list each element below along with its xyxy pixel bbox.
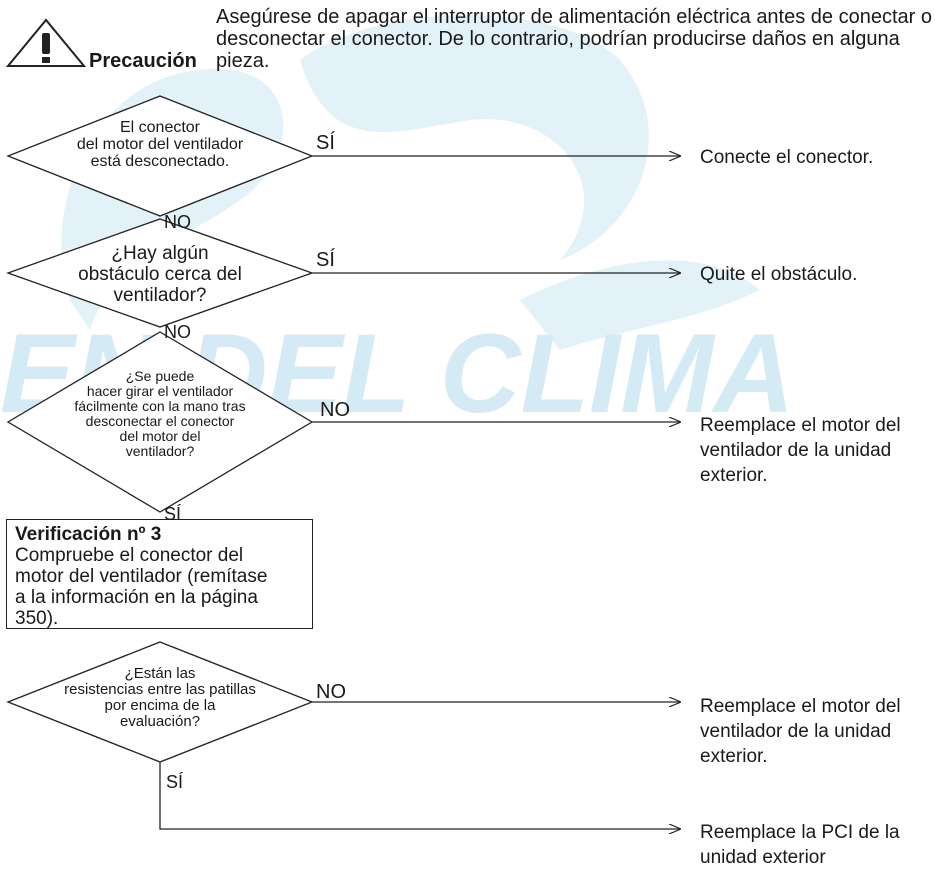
yes-label-4: SÍ — [166, 772, 184, 792]
action-2: Quite el obstáculo. — [700, 264, 858, 285]
final-connector — [159, 762, 680, 829]
decision-text-2: ¿Hay algún obstáculo cerca del ventilado… — [78, 243, 242, 306]
yes-label-2: SÍ — [316, 249, 335, 271]
check-box-line: motor del ventilador (remítase — [15, 566, 268, 587]
check-box: Verificación nº 3 Compruebe el conector … — [6, 519, 313, 629]
caution-text: Asegúrese de apagar el interruptor de al… — [216, 6, 932, 72]
no-label-4: NO — [316, 681, 346, 703]
check-box-line: a la información en la página 350). — [15, 587, 258, 629]
action-3: Reemplace el motor del ventilador de la … — [700, 415, 901, 486]
decision-text-4: ¿Están las resistencias entre las patill… — [64, 665, 256, 730]
caution-label: Precaución — [89, 50, 197, 72]
final-action: Reemplace la PCI de la unidad exterior — [700, 822, 900, 868]
action-4: Reemplace el motor del ventilador de la … — [700, 696, 901, 767]
yes-label-1: SÍ — [316, 132, 335, 154]
decision-diamond-1 — [6, 95, 314, 217]
no-label-1: NO — [164, 212, 191, 232]
no-label-3: NO — [320, 399, 350, 421]
decision-diamond-3 — [6, 331, 314, 513]
no-label-2: NO — [164, 322, 191, 342]
decision-text-1: El conector del motor del ventilador est… — [76, 119, 244, 170]
decision-text-3: ¿Se puede hacer girar el ventilador fáci… — [74, 368, 246, 459]
check-box-line: Compruebe el conector del — [15, 545, 244, 566]
yes-label-3: SÍ — [164, 504, 182, 524]
warning-triangle-icon — [5, 18, 87, 67]
action-1: Conecte el conector. — [700, 147, 874, 168]
decision-diamond-2 — [6, 218, 314, 328]
check-box-title: Verificación nº 3 — [15, 524, 162, 545]
